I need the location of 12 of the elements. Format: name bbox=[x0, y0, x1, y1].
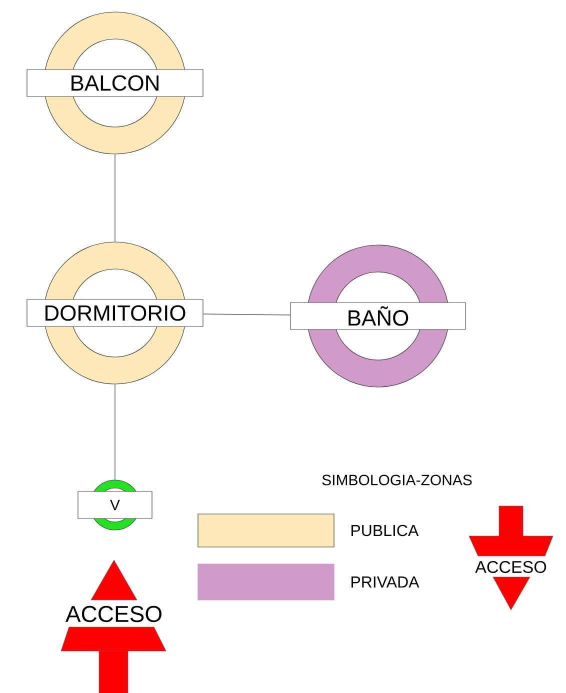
room-ring: BAÑO bbox=[290, 244, 466, 388]
legend-label: PRIVADA bbox=[352, 576, 420, 588]
node-label: ACCESO bbox=[475, 560, 546, 574]
connector-line bbox=[202, 314, 291, 316]
room-ring: DORMITORIO bbox=[26, 242, 204, 384]
connector-line bbox=[114, 384, 116, 480]
node-label: ACCESO bbox=[65, 606, 162, 622]
room-ring: BALCON bbox=[26, 12, 204, 154]
room-ring: V bbox=[78, 480, 152, 530]
connector-line bbox=[114, 154, 116, 242]
legend-label: PUBLICA bbox=[352, 524, 419, 536]
legend-title: SIMBOLOGIA-ZONAS bbox=[322, 474, 472, 486]
